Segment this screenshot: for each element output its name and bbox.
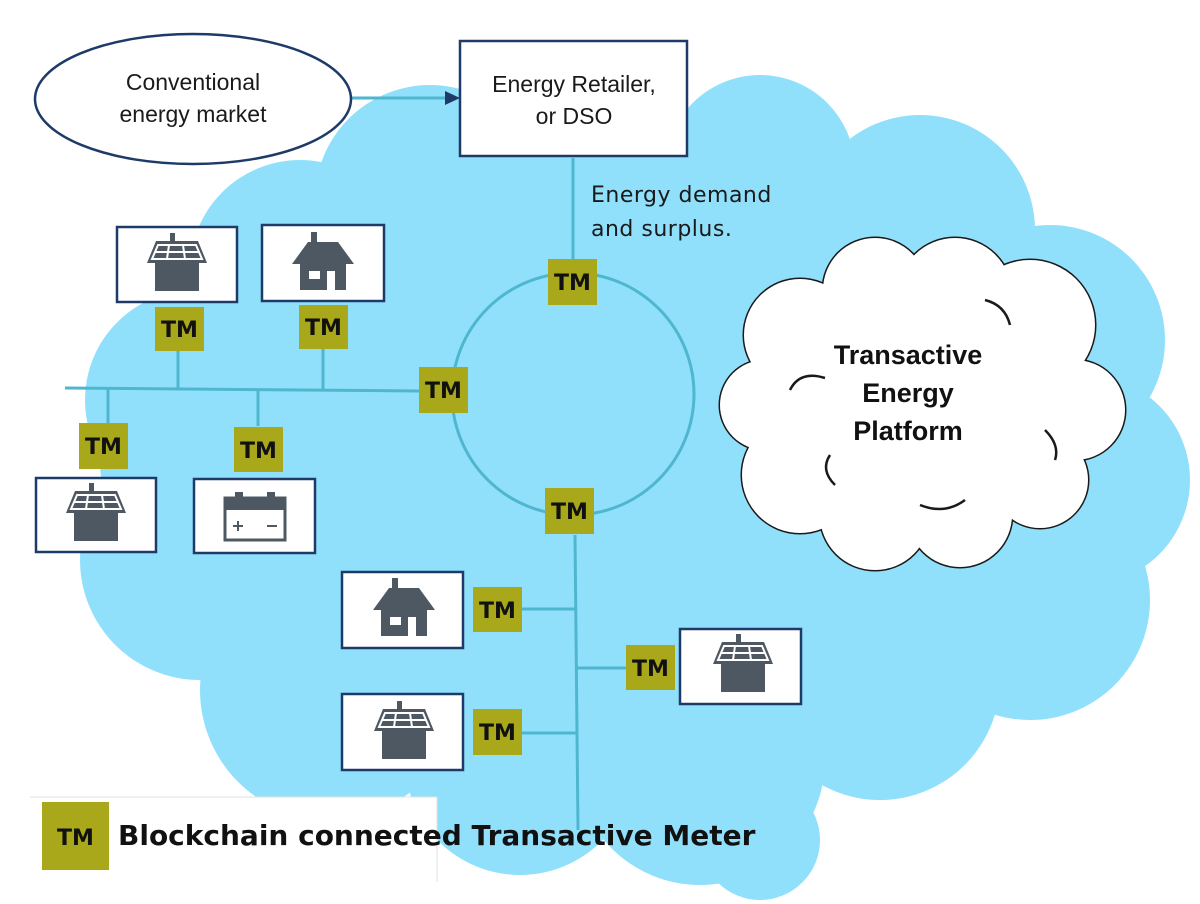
retailer-label-line1: Energy Retailer, — [492, 71, 656, 97]
market-to-retailer-arrow — [351, 91, 460, 105]
demand-note-line2: and surplus. — [591, 217, 732, 242]
svg-text:TM: TM — [554, 271, 591, 296]
svg-text:TM: TM — [85, 435, 122, 460]
svg-text:TM: TM — [479, 721, 516, 746]
node-solar-house-2 — [34, 476, 158, 554]
solar-house-icon — [373, 700, 435, 760]
meter-solar-house-1: TM — [155, 307, 204, 351]
energy-retailer-box: Energy Retailer, or DSO — [458, 39, 689, 158]
node-house-1 — [260, 223, 386, 303]
conventional-market: Conventional energy market — [33, 32, 353, 166]
node-solar-house-1 — [115, 225, 239, 304]
demand-note-line1: Energy demand — [591, 183, 772, 208]
legend: TM Blockchain connected Transactive Mete… — [30, 796, 756, 882]
svg-text:TM: TM — [161, 318, 198, 343]
legend-symbol — [42, 802, 109, 870]
retailer-label-line2: or DSO — [536, 103, 613, 129]
lower-feeder — [573, 534, 580, 831]
meter-solar-house-4: TM — [473, 709, 522, 755]
solar-house-icon — [65, 482, 127, 542]
solar-house-icon — [146, 232, 208, 292]
node-solar-house-3 — [678, 627, 803, 706]
meter-battery: TM — [234, 427, 283, 472]
svg-text:TM: TM — [305, 316, 342, 341]
node-battery — [192, 477, 317, 555]
meter-ring-left: TM — [419, 367, 468, 413]
meter-house-2: TM — [473, 587, 522, 632]
platform-title-line1: Transactive — [834, 340, 983, 370]
meter-ring-top: TM — [548, 259, 597, 305]
meter-solar-house-3: TM — [626, 645, 675, 690]
market-label-line2: energy market — [119, 101, 267, 127]
solar-house-icon — [712, 633, 774, 693]
svg-text:TM: TM — [240, 439, 277, 464]
platform-cloud: Transactive Energy Platform — [718, 236, 1127, 572]
legend-text: Blockchain connected Transactive Meter — [118, 819, 756, 852]
left-feeder — [64, 386, 421, 393]
svg-text:TM: TM — [425, 379, 462, 404]
meter-house-1: TM — [299, 305, 348, 349]
platform-title-line3: Platform — [853, 416, 963, 446]
svg-text:TM: TM — [551, 500, 588, 525]
meter-ring-bottom: TM — [545, 488, 594, 534]
market-label-line1: Conventional — [126, 69, 260, 95]
legend-symbol-label: TM — [57, 826, 94, 851]
meter-solar-house-2: TM — [79, 423, 128, 469]
platform-title-line2: Energy — [862, 378, 954, 408]
svg-text:TM: TM — [479, 599, 516, 624]
svg-text:TM: TM — [632, 657, 669, 682]
node-house-2 — [340, 570, 465, 650]
node-solar-house-4 — [340, 692, 465, 772]
